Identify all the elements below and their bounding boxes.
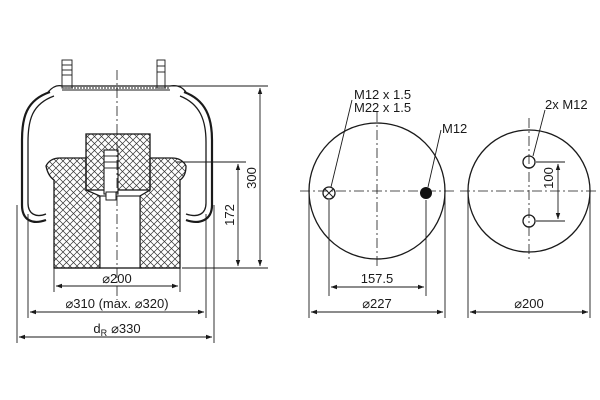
dimension-diameter-200: ⌀200 — [53, 268, 181, 292]
dim-157-5-label: 157.5 — [361, 271, 394, 286]
leader-left — [330, 99, 353, 188]
dimension-diameter-310: ⌀310 (max. ⌀320) — [27, 214, 207, 318]
dimension-dr-330: dR⌀330 — [16, 205, 215, 343]
dimension-diameter-200-bottom: ⌀200 — [467, 191, 591, 318]
dimension-157-5: 157.5 — [328, 200, 427, 296]
dimension-172: 172 — [176, 161, 246, 267]
leader-2xm12 — [532, 109, 546, 157]
top-mounting-studs — [61, 59, 166, 89]
dim-200-bottom-label: ⌀200 — [514, 296, 544, 311]
dim-100-label: 100 — [541, 167, 556, 189]
side-view: 300 172 ⌀200 ⌀310 (max. ⌀320) dR⌀330 — [16, 59, 268, 343]
bottom-hole-upper — [522, 155, 536, 169]
bottom-hole-lower — [522, 214, 536, 228]
thread-label-2xm12: 2x M12 — [545, 97, 588, 112]
threaded-hole-right — [420, 187, 432, 199]
bottom-plate-view: 2x M12 100 ⌀200 — [460, 97, 598, 318]
top-plate — [47, 84, 187, 93]
dim-227-label: ⌀227 — [362, 296, 392, 311]
top-plate-view: M12 x 1.5 M22 x 1.5 M12 157.5 ⌀227 — [300, 87, 467, 318]
piston — [45, 133, 187, 269]
diameter-310-label: ⌀310 (max. ⌀320) — [65, 296, 168, 311]
thread-label-m12x15: M12 x 1.5 — [354, 87, 411, 102]
thread-label-m22x15: M22 x 1.5 — [354, 100, 411, 115]
dr-330-label: dR⌀330 — [93, 321, 140, 338]
diameter-200-label: ⌀200 — [102, 271, 132, 286]
height-172-label: 172 — [222, 204, 237, 226]
threaded-hole-left — [322, 186, 336, 200]
dimension-300: 300 — [170, 85, 268, 269]
leader-right — [427, 129, 442, 188]
height-300-label: 300 — [244, 167, 259, 189]
dimension-diameter-227: ⌀227 — [308, 191, 446, 318]
thread-label-m12: M12 — [442, 121, 467, 136]
dimension-100: 100 — [536, 161, 565, 222]
rubber-bellows — [20, 90, 214, 223]
